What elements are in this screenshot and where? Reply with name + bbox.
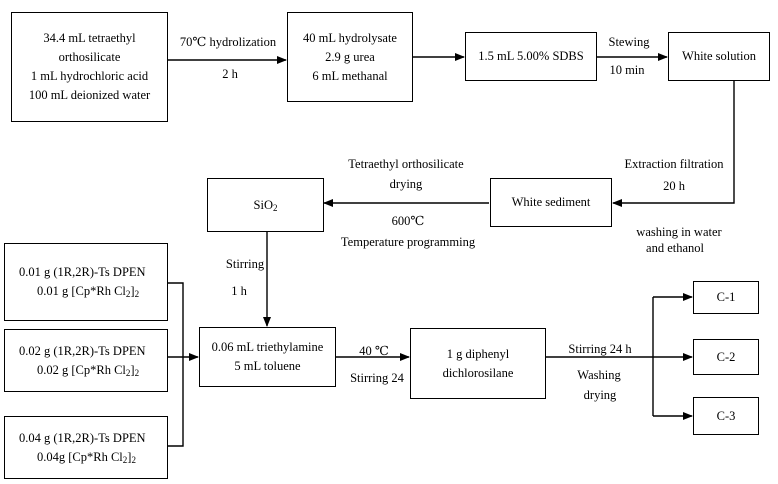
- dpds-line-1: 1 g diphenyl: [446, 346, 510, 361]
- tea-line-2: 5 mL toluene: [234, 359, 301, 373]
- white-solution-label: White solution: [682, 49, 756, 63]
- triethylamine-box: 0.06 mL triethylamine 5 mL toluene: [199, 327, 336, 387]
- hydrolysate-line-3: 6 mL methanal: [312, 68, 388, 83]
- teos-drying-label-2: drying: [389, 177, 423, 191]
- washing-label: Washing: [577, 368, 621, 382]
- teos-line-4: 100 mL deionized water: [28, 88, 151, 102]
- cat3-line-2: 0.04g [Cp*Rh Cl2]2: [37, 449, 136, 465]
- cat1-line-1: 0.01 g (1R,2R)-Ts DPEN: [19, 265, 146, 279]
- product-c1-box: C-1: [693, 281, 759, 314]
- stirring-24-label: Stirring 24: [350, 371, 404, 385]
- cat2-line-1: 0.02 g (1R,2R)-Ts DPEN: [19, 343, 146, 358]
- white-solution-box: White solution: [668, 32, 770, 81]
- diphenyl-dichlorosilane-box: 1 g diphenyl dichlorosilane: [410, 328, 546, 399]
- extraction-label-1: Extraction filtration: [624, 157, 724, 171]
- catalyst-box-2: 0.02 g (1R,2R)-Ts DPEN 0.02 g [Cp*Rh Cl2…: [4, 329, 168, 392]
- cat3-connector: [167, 357, 184, 447]
- drying-label: drying: [583, 388, 617, 402]
- product-c3-box: C-3: [693, 397, 759, 435]
- hydrolysate-line-1: 40 mL hydrolysate: [303, 30, 397, 45]
- temp-40-label: 40 ℃: [359, 344, 389, 358]
- extraction-label-2: 20 h: [663, 179, 685, 193]
- c1-label: C-1: [716, 290, 736, 304]
- stirring-1h-label-2: 1 h: [231, 284, 247, 298]
- teos-mixture-box: 34.4 mL tetraethyl orthosilicate 1 mL hy…: [11, 12, 168, 122]
- dpds-line-2: dichlorosilane: [442, 365, 514, 380]
- hydrolysate-box: 40 mL hydrolysate 2.9 g urea 6 mL methan…: [287, 12, 413, 102]
- white-sediment-label: White sediment: [511, 195, 591, 209]
- cat1-connector: [167, 282, 184, 357]
- catalyst-box-3: 0.04 g (1R,2R)-Ts DPEN 0.04g [Cp*Rh Cl2]…: [4, 416, 168, 479]
- sio2-box: SiO2: [207, 178, 324, 232]
- white-sediment-box: White sediment: [490, 178, 612, 227]
- hydrolize-label: 70℃ hydrolization: [179, 35, 277, 49]
- sdbs-line-1: 1.5 mL 5.00% SDBS: [478, 49, 584, 63]
- cat3-line-1: 0.04 g (1R,2R)-Ts DPEN: [19, 430, 146, 445]
- cat1-line-2: 0.01 g [Cp*Rh Cl2]2: [37, 284, 140, 299]
- sio2-label: SiO2: [253, 197, 278, 213]
- stewing-label: Stewing: [608, 35, 650, 49]
- calcine-temp-label: 600℃: [391, 214, 425, 228]
- sdbs-box: 1.5 mL 5.00% SDBS: [465, 32, 597, 81]
- stewing-time-label: 10 min: [609, 63, 645, 77]
- hydrolize-time-label: 2 h: [222, 67, 238, 81]
- catalyst-box-1: 0.01 g (1R,2R)-Ts DPEN 0.01 g [Cp*Rh Cl2…: [4, 243, 168, 321]
- teos-line-2: orthosilicate: [58, 50, 121, 64]
- arrow-to-white-sediment: [612, 80, 735, 207]
- washing-water-label-1: washing in water: [636, 225, 722, 239]
- calcine-program-label: Temperature programming: [340, 235, 476, 249]
- teos-line-1: 34.4 mL tetraethyl: [43, 31, 136, 45]
- cat2-line-2: 0.02 g [Cp*Rh Cl2]2: [37, 362, 140, 378]
- c3-label: C-3: [716, 408, 736, 423]
- stirring-24h-label: Stirring 24 h: [568, 342, 632, 356]
- hydrolysate-line-2: 2.9 g urea: [325, 49, 375, 64]
- teos-line-3: 1 mL hydrochloric acid: [30, 69, 149, 83]
- stirring-1h-label-1: Stirring: [225, 257, 265, 271]
- washing-water-label-2: and ethanol: [646, 241, 704, 255]
- product-c2-box: C-2: [693, 339, 759, 375]
- tea-line-1: 0.06 mL triethylamine: [211, 340, 324, 354]
- teos-drying-label-1: Tetraethyl orthosilicate: [348, 157, 464, 171]
- c2-label: C-2: [716, 349, 736, 364]
